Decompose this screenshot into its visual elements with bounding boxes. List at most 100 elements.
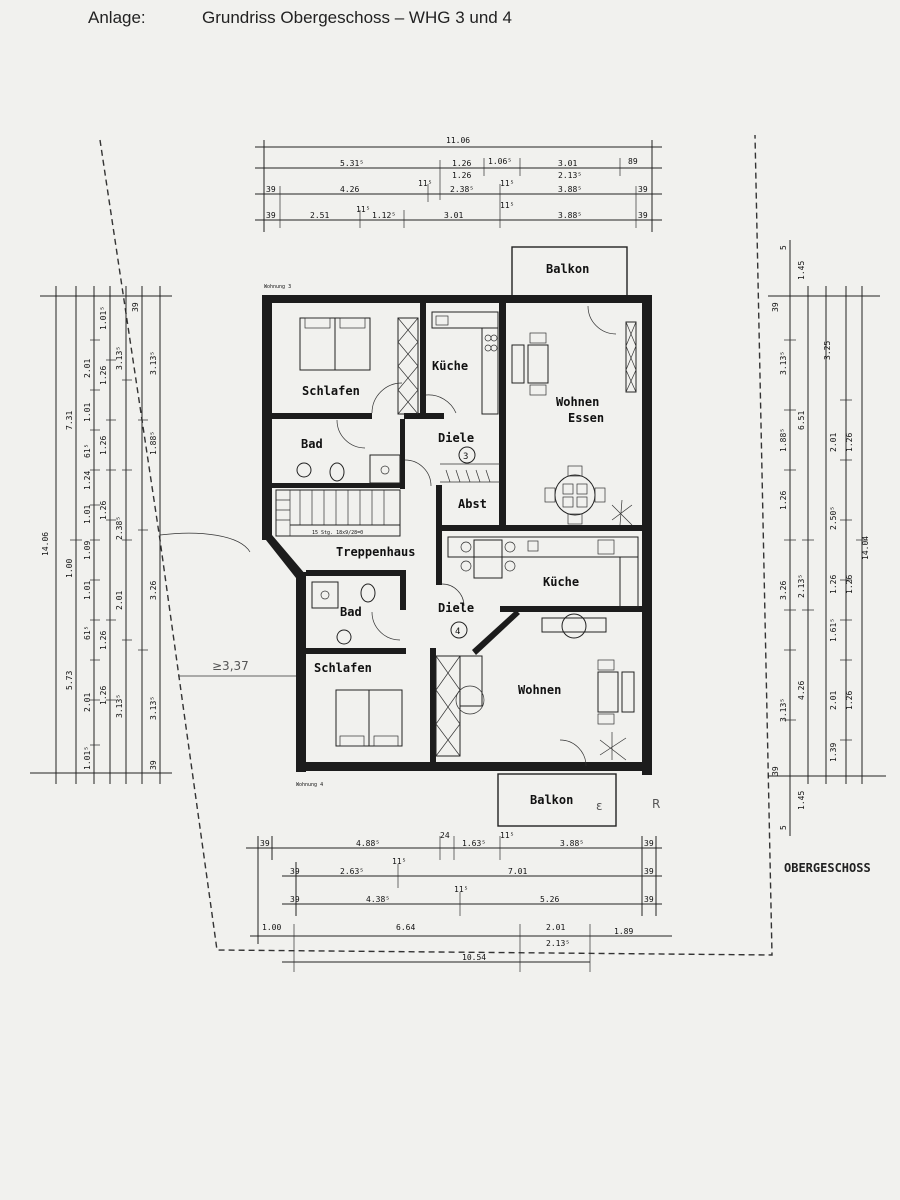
room-treppenhaus: Treppenhaus	[336, 545, 415, 559]
dim-left-f4: 3.26	[149, 581, 158, 600]
dim-bot-r2-b: 2.63⁵	[340, 867, 364, 876]
dim-bot-r2-c: 11⁵	[392, 857, 406, 866]
dim-left-c3: 1.01	[83, 403, 92, 422]
dim-top-r3-f: 3.88⁵	[558, 185, 582, 194]
dim-right-total: 14.04	[861, 536, 870, 560]
dim-left-c1: 1.01⁵	[99, 306, 108, 330]
dim-bot-r3-e: 39	[644, 895, 654, 904]
dim-left-c8: 1.01	[83, 581, 92, 600]
dim-left-b1: 1.00	[65, 559, 74, 578]
room-schlafen-top: Schlafen	[302, 384, 360, 398]
unit-4-label: Wohnung 4	[296, 782, 323, 788]
dim-top-r4-a: 39	[266, 211, 276, 220]
dim-bot-r4-a: 1.00	[262, 923, 281, 932]
dim-bot-r1-d: 1.63⁵	[462, 839, 486, 848]
dim-top-r4-d: 1.12⁵	[372, 211, 396, 220]
dim-left-f6: 39	[149, 760, 158, 770]
bed-top	[299, 317, 371, 371]
dim-left-a2: 5.73	[65, 671, 74, 690]
dim-left-c7: 1.09	[83, 541, 92, 560]
dim-right-c4: 1.26	[829, 575, 838, 594]
dim-bot-r3-a: 39	[290, 895, 300, 904]
dim-left-c10: 2.01	[83, 693, 92, 712]
dimension-chain-left: 14.06 7.31 5.73 1.00 1.01⁵ 2.01 1.01 61⁵…	[30, 286, 172, 784]
dining-table-top	[544, 465, 606, 525]
dim-bot-r3-c: 11⁵	[454, 885, 468, 894]
dim-top-r4-g: 3.88⁵	[558, 211, 582, 220]
unit-3-number: 3	[463, 452, 468, 462]
dim-bot-r3-b: 4.38⁵	[366, 895, 390, 904]
dim-right-c7: 1.39	[829, 743, 838, 762]
dim-left-f1: 39	[131, 302, 140, 312]
dim-right-b2: 2.13⁵	[797, 574, 806, 598]
balkon-bottom-label: Balkon	[530, 793, 573, 807]
dim-top-r3-b: 4.26	[340, 185, 359, 194]
dim-top-r4-f: 11⁵	[500, 201, 514, 210]
dim-left-f3: 1.88⁵	[149, 431, 158, 455]
room-kueche-bottom: Küche	[543, 575, 579, 589]
dim-top-r1-a: 5.31⁵	[340, 159, 364, 168]
unit-3-marker: 3	[458, 446, 476, 464]
room-wohnen-top: Wohnen	[556, 395, 599, 409]
dim-top-r4-h: 39	[638, 211, 648, 220]
unit-4-marker: 4	[450, 621, 468, 639]
wardrobe-top	[397, 317, 419, 415]
dim-bot-r1-g: 39	[644, 839, 654, 848]
room-wohnen-bottom: Wohnen	[518, 683, 561, 697]
dim-right-e3: 39	[771, 302, 780, 312]
dim-bot-r1-a: 39	[260, 839, 270, 848]
dim-top-r1-c: 1.06⁵	[488, 157, 512, 166]
dim-top-r4-c: 11⁵	[356, 205, 370, 214]
dim-right-a5: 3.26	[779, 581, 788, 600]
dim-right-d2: 1.26	[845, 575, 854, 594]
dim-top-r1-e: 89	[628, 157, 638, 166]
hand-mark: ε	[596, 799, 603, 813]
plant-top	[611, 499, 633, 526]
dim-right-c2: 2.01	[829, 433, 838, 452]
dim-bot-r4-d: 1.89	[614, 927, 633, 936]
abstell-wardrobe	[440, 463, 500, 483]
dim-bot-r1-b: 4.88⁵	[356, 839, 380, 848]
dimension-chain-top: 11.06 5.31⁵ 1.26 1.06⁵ 3.01 89 1.26 2.13…	[255, 136, 662, 232]
bath-bottom-fixtures	[311, 581, 376, 645]
dim-left-total: 14.06	[41, 532, 50, 556]
dim-left-c5: 1.24	[83, 471, 92, 490]
dim-right-c3: 2.50⁵	[829, 506, 838, 530]
dim-right-c5: 1.61⁵	[829, 618, 838, 642]
dim-bot-r3-d: 5.26	[540, 895, 559, 904]
dim-top-r1-b: 1.26	[452, 159, 471, 168]
dim-right-d1: 1.26	[845, 433, 854, 452]
page-title: Grundriss Obergeschoss – WHG 3 und 4	[202, 8, 512, 27]
sofa-top	[511, 321, 637, 396]
dim-right-a2: 3.13⁵	[779, 351, 788, 375]
dim-left-c9: 61⁵	[83, 626, 92, 640]
dim-top-r1-d: 3.01	[558, 159, 577, 168]
dimension-chain-right: 5 5 39 39 1.45 3.13⁵ 1.88⁵ 1.26 3.26 3.1…	[768, 240, 886, 836]
dim-left-e3: 2.01	[115, 591, 124, 610]
bath-top-fixtures	[296, 454, 401, 484]
dim-right-a3: 1.88⁵	[779, 428, 788, 452]
dim-left-a1: 7.31	[65, 411, 74, 430]
dim-right-c1: 3.25	[823, 341, 832, 360]
dim-bot-r1-e: 11⁵	[500, 831, 514, 840]
dim-bot-r1-c: 24	[440, 831, 450, 840]
dim-right-e2: 5	[779, 245, 788, 250]
dim-left-d2: 1.26	[99, 436, 108, 455]
dim-right-a1: 1.45	[797, 261, 806, 280]
room-bad-top: Bad	[301, 437, 323, 451]
room-kueche-top: Küche	[432, 359, 468, 373]
hand-mark-2: R	[652, 797, 660, 811]
dim-bot-total: 10.54	[462, 953, 486, 962]
dim-bot-r4-b: 6.64	[396, 923, 415, 932]
dim-left-e1: 3.13⁵	[115, 346, 124, 370]
dimension-chain-bottom: 39 4.88⁵ 24 1.63⁵ 11⁵ 3.88⁵ 39 39 2.63⁵ …	[246, 831, 672, 972]
room-diele-top: Diele	[438, 431, 474, 445]
dim-left-d1: 1.26	[99, 366, 108, 385]
dim-top-total: 11.06	[446, 136, 470, 145]
dim-right-e1: 5	[779, 825, 788, 830]
dim-left-e2: 2.38⁵	[115, 516, 124, 540]
bed-bottom	[335, 689, 403, 747]
dim-left-e4: 3.13⁵	[115, 694, 124, 718]
